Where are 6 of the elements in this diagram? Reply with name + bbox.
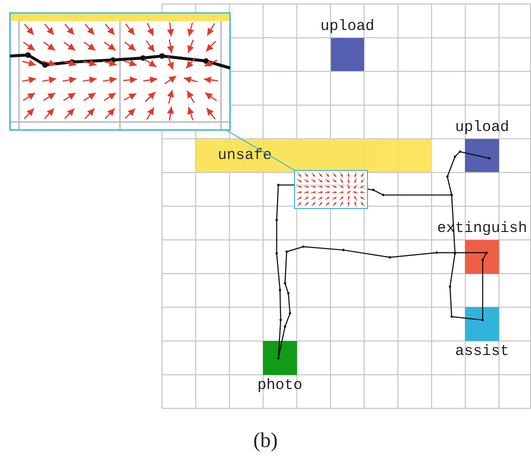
zone-label: unsafe	[218, 148, 272, 164]
zone-label: photo	[257, 378, 302, 394]
zone-label: upload	[320, 18, 374, 35]
zone-label: assist	[455, 344, 510, 360]
figure-caption: (b)	[252, 428, 279, 453]
zone-label: upload	[455, 120, 510, 136]
